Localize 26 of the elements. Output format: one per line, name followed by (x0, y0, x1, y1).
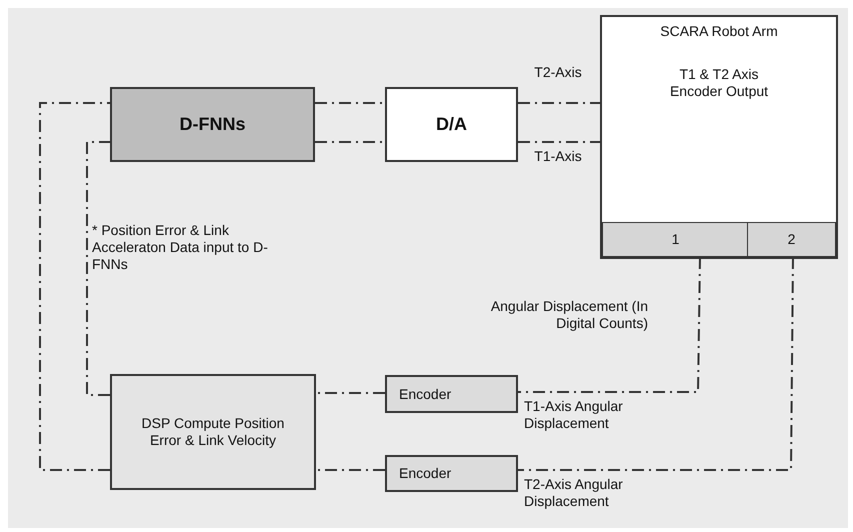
signal-line (39, 102, 110, 471)
signal-line (315, 141, 385, 143)
process-box (110, 87, 315, 162)
signal-line (86, 141, 110, 396)
process-box (385, 87, 518, 162)
block-title: SCARA Robot Arm (659, 23, 779, 40)
block-title: D/A (436, 114, 467, 136)
block-text: DSP Compute Position Error & Link Velocity (140, 415, 286, 449)
signal-line (518, 141, 600, 143)
channel-number: 1 (672, 231, 680, 248)
encoder-box (385, 455, 518, 492)
signal-line (316, 392, 385, 394)
edge-label: * Position Error & Link Acceleraton Data input to D-FNNs (92, 222, 270, 272)
signal-line (518, 102, 600, 104)
block-title: D-FNNs (180, 114, 246, 136)
encoder-box (385, 375, 518, 413)
block-text: T1 & T2 Axis Encoder Output (668, 66, 770, 100)
signal-line (518, 256, 701, 393)
block-title: Encoder (399, 465, 452, 482)
channel-number: 2 (788, 231, 796, 248)
process-box (110, 374, 316, 490)
signal-line (315, 102, 385, 104)
block-title: Encoder (399, 386, 452, 402)
signal-line (316, 469, 385, 471)
signal-line (518, 257, 794, 471)
device-box (600, 15, 838, 259)
